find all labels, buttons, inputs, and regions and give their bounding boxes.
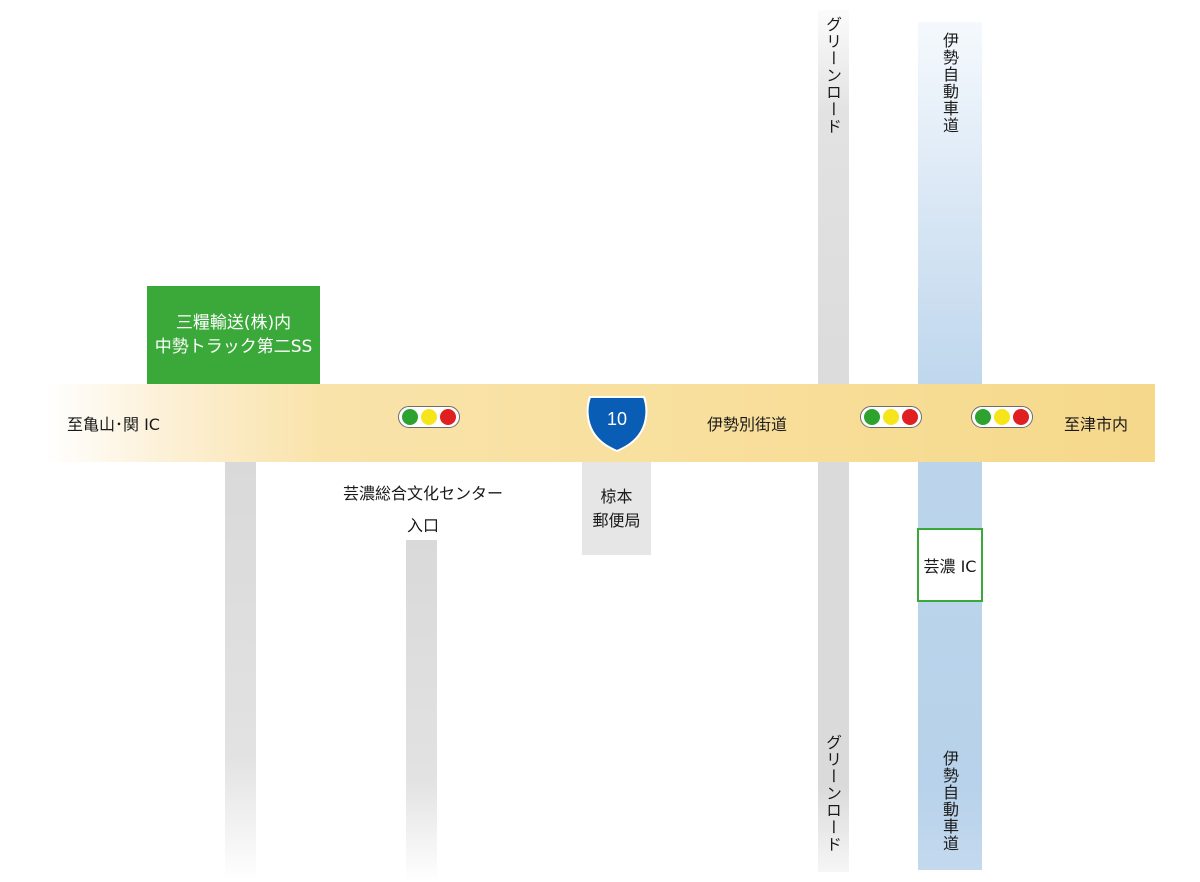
route-number: 10 [607,409,627,429]
green-lamp-icon [975,409,991,425]
ss-line-1: 三糧輸送(株)内 [175,313,292,333]
post-office-line-1: 椋本 [600,486,633,506]
ss-line-2: 中勢トラック第二SS [154,337,313,357]
yellow-lamp-icon [883,409,899,425]
culture-center-line-1: 芸濃総合文化センター [342,484,503,503]
side-road-culture-center [406,540,437,882]
red-lamp-icon [902,409,918,425]
west-destination-label: 至亀山･関 IC [67,415,160,434]
post-office-box: 椋本 郵便局 [582,462,651,555]
yellow-lamp-icon [994,409,1010,425]
culture-center-line-2: 入口 [406,516,439,535]
signal-green-road [860,406,922,428]
red-lamp-icon [440,409,456,425]
geino-ic-box: 芸濃 IC [917,528,983,602]
expressway-label-top: 伊勢自動車道 [940,32,959,134]
post-office-line-2: 郵便局 [592,510,641,530]
green-road-label-top: グリーンロード [823,16,842,135]
culture-center-label: 芸濃総合文化センター 入口 [318,478,528,542]
truck-ss-box: 三糧輸送(株)内 中勢トラック第二SS [147,286,320,384]
yellow-lamp-icon [421,409,437,425]
side-road-west [225,462,256,882]
green-lamp-icon [864,409,880,425]
ic-label: 芸濃 IC [923,557,977,576]
highway-name-label: 伊勢別街道 [707,415,788,434]
signal-culture-center [398,406,460,428]
green-lamp-icon [402,409,418,425]
green-road-label-bottom: グリーンロード [823,734,842,853]
signal-expressway [971,406,1033,428]
route-shield-icon: 10 [586,396,648,452]
east-destination-label: 至津市内 [1064,415,1129,434]
expressway-label-bottom: 伊勢自動車道 [940,750,959,852]
red-lamp-icon [1013,409,1029,425]
